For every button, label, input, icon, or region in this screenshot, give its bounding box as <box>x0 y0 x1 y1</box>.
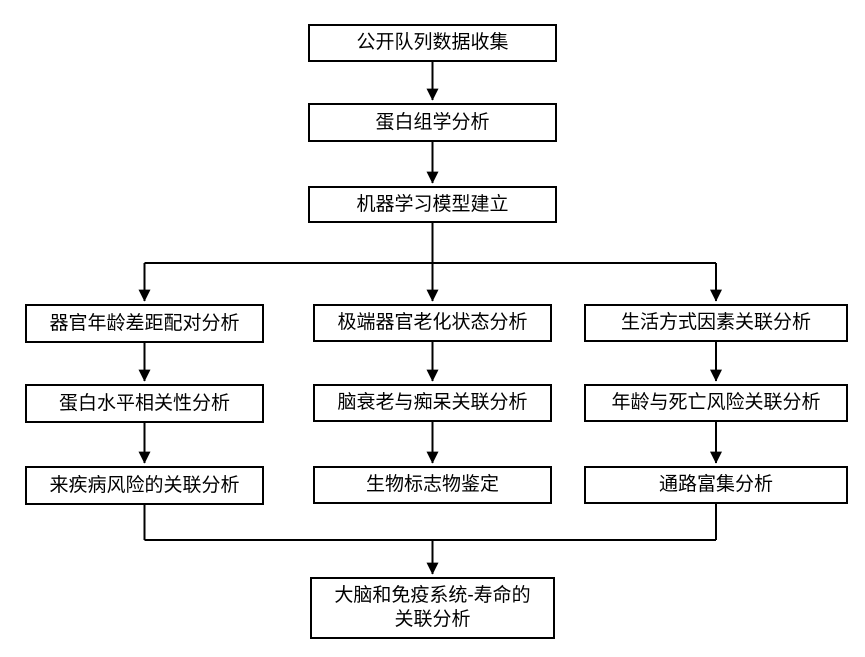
node-ml-model: 机器学习模型建立 <box>308 186 557 223</box>
node-pathway-enrichment: 通路富集分析 <box>584 466 848 504</box>
node-lifestyle-factors: 生活方式因素关联分析 <box>584 304 848 342</box>
node-brain-aging-dementia: 脑衰老与痴呆关联分析 <box>313 384 552 422</box>
node-disease-risk: 来疾病风险的关联分析 <box>25 466 264 505</box>
node-extreme-organ-aging: 极端器官老化状态分析 <box>313 304 552 342</box>
node-label-line2: 关联分析 <box>394 609 471 630</box>
node-label: 通路富集分析 <box>658 474 773 496</box>
node-label: 极端器官老化状态分析 <box>337 312 528 334</box>
node-organ-age-gap: 器官年龄差距配对分析 <box>25 304 264 343</box>
node-label: 公开队列数据收集 <box>356 32 509 54</box>
node-label: 器官年龄差距配对分析 <box>49 312 240 334</box>
node-label: 机器学习模型建立 <box>356 193 509 215</box>
node-brain-immune-lifespan: 大脑和免疫系统-寿命的 关联分析 <box>310 577 555 639</box>
node-protein-correlation: 蛋白水平相关性分析 <box>25 384 264 423</box>
node-label: 脑衰老与痴呆关联分析 <box>337 392 528 414</box>
node-label: 蛋白水平相关性分析 <box>58 392 230 414</box>
node-label: 生物标志物鉴定 <box>365 474 499 496</box>
node-age-mortality-risk: 年龄与死亡风险关联分析 <box>584 384 848 422</box>
node-label: 来疾病风险的关联分析 <box>49 474 240 496</box>
node-biomarker-identification: 生物标志物鉴定 <box>313 466 552 504</box>
node-data-collection: 公开队列数据收集 <box>308 24 557 62</box>
node-label: 年龄与死亡风险关联分析 <box>611 392 821 414</box>
node-label: 生活方式因素关联分析 <box>620 312 811 334</box>
node-label: 蛋白组学分析 <box>375 111 490 133</box>
node-proteomics-analysis: 蛋白组学分析 <box>308 103 557 142</box>
node-label-line1: 大脑和免疫系统-寿命的 <box>334 585 531 607</box>
